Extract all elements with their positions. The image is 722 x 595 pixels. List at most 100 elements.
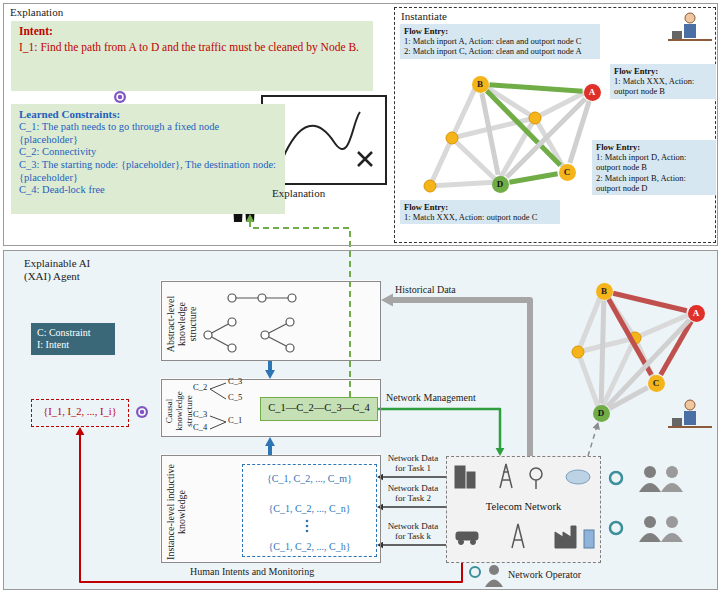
- flow-entry: Flow Entry:1: Match XXX, Action: outport…: [610, 64, 716, 99]
- teacher-figure: [282, 112, 360, 160]
- link-icon: [114, 91, 126, 103]
- node-title: Causal knowledge structure: [165, 384, 195, 438]
- abstract-graphs: [288, 294, 296, 302]
- telecom-icons: [555, 526, 576, 548]
- connector: [265, 437, 275, 455]
- telecom-icons: [455, 464, 594, 548]
- connector-line: [601, 301, 604, 404]
- knowledge-box: Instance-level inductive knowledge{C_1, …: [161, 455, 381, 563]
- link-icon: [117, 94, 123, 100]
- node-title: B: [472, 76, 489, 93]
- node-title: {C_1, C_2, ..., C_m}: [243, 473, 376, 485]
- edge-label: Network Data for Task 2: [382, 483, 444, 504]
- edge-label: Human Intents and Monitoring: [190, 566, 360, 578]
- edge-label: Network Data for Task 1: [382, 453, 444, 474]
- connector: [76, 427, 462, 582]
- connector-line: [487, 91, 561, 165]
- telecom-icons: [500, 464, 512, 488]
- node-text: C_1: The path needs to go through a fixe…: [19, 121, 277, 146]
- ellipsis-dots: [306, 530, 309, 533]
- intent-set: {I_1, I_2, ..., I_i}: [31, 399, 129, 427]
- operator-icons: [489, 565, 499, 575]
- causal-links: [210, 416, 226, 422]
- intent-box: Intent: I_1: Find the path from A to D an…: [11, 21, 373, 91]
- operator-icons: [610, 472, 622, 484]
- xai-agent-panel: Explainable AI (XAI) AgentC: ConstraintI…: [3, 250, 718, 590]
- connector: [588, 422, 600, 456]
- node-text: I: Intent: [37, 339, 109, 351]
- causal-links: [210, 389, 226, 399]
- arrow-head: [381, 293, 393, 306]
- network-dots: [424, 180, 436, 192]
- connector-line: [250, 220, 350, 397]
- causal-links: [210, 422, 226, 429]
- graph-node: D: [492, 176, 509, 193]
- text-label: C_3: [228, 377, 242, 387]
- node-text: {C_1, C_2, ..., C_h}: [243, 541, 376, 553]
- connector: [509, 174, 557, 183]
- operator-icons: [666, 516, 678, 528]
- graph-node: D: [593, 405, 610, 422]
- connector-line: [389, 300, 530, 456]
- connector-line: [490, 85, 583, 92]
- telecom-icons: [566, 470, 590, 484]
- node-title: D: [492, 176, 509, 193]
- network-mesh: [600, 338, 635, 412]
- causal-links: [210, 383, 226, 389]
- connector: [246, 214, 350, 397]
- arrow-head: [593, 422, 600, 430]
- connector-line: [608, 320, 690, 406]
- connector-line: [482, 93, 498, 174]
- operator-icons: [661, 483, 683, 492]
- node-text: 2: Match inport B, Action: outport node …: [596, 173, 712, 193]
- telecom-icons: [471, 540, 476, 545]
- abstract-graphs: [204, 331, 212, 339]
- desk-person: [685, 400, 695, 410]
- abstract-graphs: [228, 344, 236, 352]
- panel-fills: [3, 250, 718, 590]
- node-text: C_4: Dead-lock free: [19, 184, 277, 197]
- node-title: B: [596, 283, 613, 300]
- node-title: Intent:: [19, 25, 365, 39]
- operator-icons: [639, 483, 661, 492]
- key-box: C: ConstraintI: Intent: [31, 323, 115, 355]
- node-title: A: [584, 84, 601, 101]
- abstract-graphs: [261, 331, 269, 339]
- network-mesh: [430, 138, 452, 186]
- node-text: 1: Match XXX, Action: outport node C: [404, 212, 556, 222]
- node-text: 1: Match XXX, Action: outport node B: [614, 76, 712, 96]
- telecom-network: Telecom Network: [446, 456, 601, 563]
- graph-node: B: [472, 76, 489, 93]
- connector-line: [613, 293, 687, 311]
- connector: [377, 474, 446, 481]
- operator-icons: [644, 516, 656, 528]
- node-text: C_3: The starting node: {placeholder}, T…: [19, 159, 277, 184]
- node-title: C: Constraint: [37, 327, 109, 339]
- connector: [377, 542, 446, 549]
- node-title: Flow Entry:: [404, 26, 596, 36]
- causal-chain: C_1—C_2—C_3—C_4: [260, 397, 378, 421]
- constraints-box: Learned Constraints:C_1: The path needs …: [11, 104, 285, 214]
- teacher-figure: [358, 152, 372, 166]
- node-text: C_2: Connectivity: [19, 146, 277, 159]
- flow-entry: Flow Entry:1: Match inport D, Action: ou…: [592, 140, 716, 195]
- node-title: C: [648, 375, 665, 392]
- node-title: D: [593, 405, 610, 422]
- connector-line: [381, 506, 446, 507]
- connector: [378, 409, 504, 456]
- desk-person: [684, 411, 696, 425]
- abstract-graphs: [286, 318, 294, 326]
- graph-node: B: [596, 283, 613, 300]
- node-title: A: [688, 305, 705, 322]
- panel-fills: [240, 462, 375, 555]
- graph-node: A: [688, 305, 705, 322]
- node-text: I_1: Find the path from A to D and the t…: [19, 41, 365, 55]
- text-label: Network Operator: [508, 569, 581, 581]
- telecom-icons: [455, 466, 465, 488]
- network-mesh: [430, 182, 498, 186]
- explanation-panel: ExplanationIntent:I_1: Find the path fro…: [3, 3, 718, 246]
- edge-label: Historical Data: [395, 284, 485, 296]
